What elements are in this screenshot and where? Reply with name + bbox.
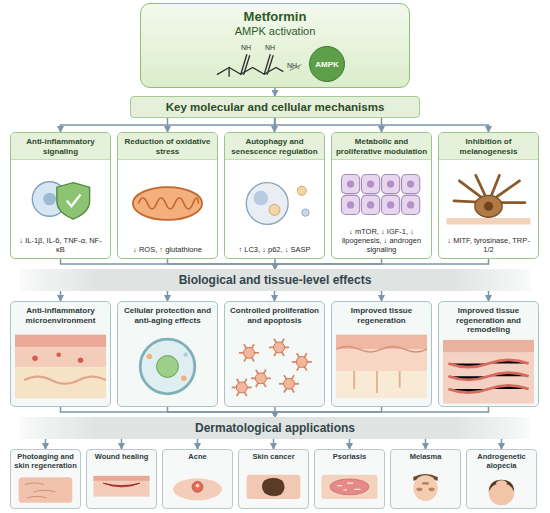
section-band: Dermatological applications — [20, 417, 530, 439]
illustration — [243, 466, 304, 507]
effect-heading: Controlled proliferation and apoptosis — [225, 302, 324, 325]
mechanism-box: Anti-inflammatory signaling ↓ IL-1β, IL-6… — [10, 132, 111, 259]
mechanism-heading: Reduction of oxidative stress — [118, 133, 217, 160]
connector-arrow — [275, 259, 489, 269]
mechanism-body: ↓ ROS, ↑ glutathione — [122, 245, 213, 254]
connector-arrow — [275, 118, 489, 132]
illustration — [336, 164, 427, 225]
application-heading: Acne — [163, 450, 232, 462]
illustration — [443, 164, 534, 234]
application-box: Wound healing — [86, 449, 157, 509]
connector-arrow — [349, 439, 351, 449]
illustration — [319, 466, 380, 507]
mechanism-box: Inhibition of melanogenesis ↓ MITF, tyros… — [438, 132, 539, 259]
band-heading: Biological and tissue-level effects — [179, 273, 372, 287]
mechanism-heading: Metabolic and proliferative modulation — [332, 133, 431, 160]
connector-arrow — [61, 407, 276, 417]
illustration — [15, 164, 106, 234]
effect-heading: Cellular protection and anti-aging effec… — [118, 302, 217, 325]
illustration — [15, 474, 76, 506]
effect-heading: Improved tissue regeneration and remodel… — [439, 302, 538, 335]
connector-arrow — [273, 439, 275, 449]
effect-box: Improved tissue regeneration and remodel… — [438, 301, 539, 407]
illustration — [91, 466, 152, 507]
illustration — [395, 466, 456, 507]
connector-arrow — [61, 259, 276, 269]
effect-box: Improved tissue regeneration — [331, 301, 432, 407]
connector-arrow — [61, 118, 276, 132]
box-title: Metformin — [141, 9, 409, 24]
connector-arrow — [381, 291, 383, 301]
mechanism-box: Metabolic and proliferative modulation ↓ … — [331, 132, 432, 259]
connector-arrow — [425, 439, 427, 449]
connector-arrow — [197, 439, 199, 449]
connector-arrow — [274, 88, 276, 96]
application-heading: Psoriasis — [315, 450, 384, 462]
illustration — [15, 329, 106, 404]
mechanism-heading: Anti-inflammatory signaling — [11, 133, 110, 160]
illustration — [443, 339, 534, 405]
mechanism-box: Reduction of oxidative stress ↓ ROS, ↑ gl… — [117, 132, 218, 259]
effect-heading: Anti-inflammatory microenvironment — [11, 302, 110, 325]
application-box: Skin cancer — [238, 449, 309, 509]
mechanism-heading: Autophagy and senescence regulation — [225, 133, 324, 160]
ampk-circle: AMPK — [309, 46, 345, 82]
illustration — [229, 164, 320, 243]
illustration — [471, 474, 532, 506]
mechanism-box: Autophagy and senescence regulation ↑ LC3… — [224, 132, 325, 259]
application-box: Melasma — [390, 449, 461, 509]
chemical-group-label: NH — [241, 44, 251, 52]
banner-heading: Key molecular and cellular mechanisms — [166, 101, 385, 113]
connector-arrow — [488, 291, 490, 301]
connector-arrow — [501, 439, 503, 449]
band-heading: Dermatological applications — [195, 421, 355, 435]
application-box: Psoriasis — [314, 449, 385, 509]
application-heading: Photoaging and skin regeneration — [11, 450, 80, 470]
application-box: Photoaging and skin regeneration — [10, 449, 81, 509]
mechanism-heading: Inhibition of melanogenesis — [439, 133, 538, 160]
mechanism-body: ↑ LC3, ↓ p62, ↓ SASP — [229, 245, 320, 254]
mechanism-body: ↓ IL-1β, IL-6, TNF-α, NF-κB — [15, 236, 106, 254]
application-heading: Wound healing — [87, 450, 156, 462]
mechanism-body: ↓ mTOR, ↓ IGF-1, ↓ lipogenesis, ↓ androg… — [336, 227, 427, 254]
application-heading: Melasma — [391, 450, 460, 462]
circle-label: AMPK — [315, 57, 339, 72]
mechanism-body: ↓ MITF, tyrosinase, TRP-1/2 — [443, 236, 534, 254]
effect-box: Cellular protection and anti-aging effec… — [117, 301, 218, 407]
connector-arrow — [167, 118, 169, 132]
box-subtitle: AMPK activation — [141, 24, 409, 38]
section-banner: Key molecular and cellular mechanisms — [130, 96, 420, 118]
effect-heading: Improved tissue regeneration — [332, 302, 431, 325]
illustration — [122, 329, 213, 404]
connector-arrow — [45, 439, 47, 449]
connector-arrow — [168, 407, 276, 417]
connector-arrow — [121, 439, 123, 449]
drug-box: MetforminAMPK activationAMPK NH NH NH₂ — [140, 3, 410, 88]
illustration — [122, 164, 213, 243]
connector-arrow — [60, 291, 62, 301]
application-box: Androgenetic alopecia — [466, 449, 537, 509]
section-band: Biological and tissue-level effects — [20, 269, 530, 291]
illustration — [336, 329, 427, 404]
connector-arrow — [274, 291, 276, 301]
effect-box: Anti-inflammatory microenvironment — [10, 301, 111, 407]
illustration — [167, 466, 228, 507]
application-box: Acne — [162, 449, 233, 509]
illustration — [229, 329, 320, 404]
chemical-group-label: NH — [265, 44, 275, 52]
application-heading: Skin cancer — [239, 450, 308, 462]
application-heading: Androgenetic alopecia — [467, 450, 536, 470]
connector-arrow — [168, 259, 276, 269]
effect-box: Controlled proliferation and apoptosis — [224, 301, 325, 407]
chemical-group-label: NH₂ — [287, 62, 300, 70]
connector-arrow — [167, 291, 169, 301]
connector-arrow — [275, 407, 489, 417]
